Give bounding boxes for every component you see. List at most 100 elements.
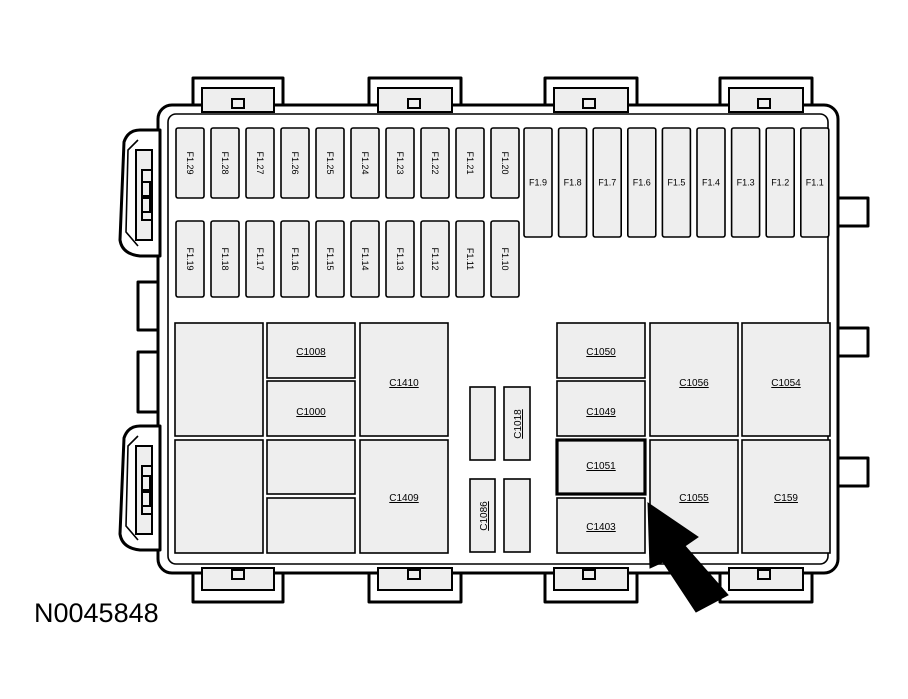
left-connector-lower — [118, 424, 162, 552]
fuse-slot — [799, 127, 830, 238]
fuse-label: F1.3 — [737, 178, 755, 188]
connector-c1403-label: C1403 — [586, 522, 616, 533]
fuse-slot — [490, 127, 520, 199]
fuse-slot — [696, 127, 726, 238]
fuse-label: F1.27 — [255, 151, 265, 174]
connector-c1000 — [266, 380, 356, 437]
fuse-label: F1.17 — [255, 247, 265, 270]
fuse-label: F1.18 — [220, 247, 230, 270]
figure-reference-id: N0045848 — [34, 598, 159, 628]
connector-c1056 — [649, 322, 739, 437]
fuse-label: F1.25 — [325, 151, 335, 174]
fuse-slot — [280, 220, 310, 298]
fuse-label: F1.14 — [360, 247, 370, 270]
left-connector-upper — [118, 128, 162, 258]
fuse-slot — [455, 127, 485, 199]
fuse-row-top-left: F1.29 F1.28 F1.27 F1.26 F1.25 F1.24 F1.23 F1.22… — [175, 127, 520, 199]
connector-c1410 — [359, 322, 449, 437]
relay-slot-left-bottom — [174, 439, 264, 554]
fuse-slot — [420, 127, 450, 199]
connector-c159 — [741, 439, 831, 554]
fuse-slot — [385, 127, 415, 199]
slot-blank-2 — [266, 497, 356, 554]
fuse-label: F1.23 — [395, 151, 405, 174]
fuse-slot — [661, 127, 692, 238]
connector-c1049-label: C1049 — [586, 407, 616, 418]
tab-windows — [201, 87, 804, 591]
connector-c1054 — [741, 322, 831, 437]
fuse-slot — [245, 220, 275, 298]
fuse-label: F1.21 — [465, 151, 475, 174]
fuse-slot — [730, 127, 761, 238]
connector-c1409-label: C1409 — [389, 493, 419, 504]
fuse-slot — [385, 220, 415, 298]
fuse-row-top-right: F1.9 F1.8 F1.7 F1.6 F1.5 F1.4 F1.3 F1.2 F1.1 — [523, 127, 830, 238]
connector-c1056-label: C1056 — [679, 378, 709, 389]
fuse-label: F1.10 — [500, 247, 510, 270]
fuse-slot — [280, 127, 310, 199]
fuse-slot — [350, 127, 380, 199]
connector-c1008-label: C1008 — [296, 347, 326, 358]
connector-c1050-label: C1050 — [586, 347, 616, 358]
connector-c1018 — [503, 386, 531, 461]
fuse-slot — [765, 127, 796, 238]
fuse-row-bottom-left: F1.19 F1.18 F1.17 F1.16 F1.15 F1.14 F1.13 F1.12… — [175, 220, 520, 298]
fuse-slot — [315, 220, 345, 298]
fuse-label: F1.22 — [430, 151, 440, 174]
fuse-slot — [175, 127, 205, 199]
fuse-label: F1.7 — [598, 178, 616, 188]
fuse-label: F1.2 — [771, 178, 789, 188]
fuse-label: F1.11 — [465, 248, 475, 270]
fuse-slot — [455, 220, 485, 298]
slot-blank-1 — [266, 439, 356, 495]
connector-c1008 — [266, 322, 356, 379]
connector-c1055-label: C1055 — [679, 493, 709, 504]
fuse-label: F1.9 — [529, 178, 547, 188]
fuse-label: F1.1 — [806, 178, 824, 188]
connector-c1000-label: C1000 — [296, 407, 326, 418]
fuse-slot — [557, 127, 588, 238]
relay-slot-left-top — [174, 322, 264, 437]
fuse-label: F1.15 — [325, 247, 335, 270]
slot-center-small-2 — [503, 478, 531, 553]
fuse-label: F1.24 — [360, 151, 370, 174]
fuse-slot — [315, 127, 345, 199]
fuse-slot — [592, 127, 623, 238]
connector-c1403 — [556, 497, 646, 554]
fuse-label: F1.16 — [290, 247, 300, 270]
slot-center-small-1 — [469, 386, 496, 461]
fuse-slot — [245, 127, 275, 199]
fuse-label: F1.19 — [185, 247, 195, 270]
fuse-label: F1.20 — [500, 151, 510, 174]
connector-c1054-label: C1054 — [771, 378, 801, 389]
fuse-label: F1.26 — [290, 151, 300, 174]
fuse-label: F1.4 — [702, 178, 720, 188]
connector-c1018-label: C1018 — [513, 409, 524, 439]
fuse-label: F1.29 — [185, 151, 195, 174]
fuse-slot — [350, 220, 380, 298]
fuse-slot — [210, 127, 240, 199]
fuse-label: F1.12 — [430, 247, 440, 270]
fuse-label: F1.5 — [667, 178, 685, 188]
fuse-label: F1.6 — [633, 178, 651, 188]
fuse-slot — [175, 220, 205, 298]
fuse-slot — [490, 220, 520, 298]
connector-c1051-label: C1051 — [586, 461, 616, 472]
connector-c1410-label: C1410 — [389, 378, 419, 389]
connector-c1050 — [556, 322, 646, 379]
fuse-slot — [523, 127, 553, 238]
fuse-label: F1.13 — [395, 247, 405, 270]
fuse-label: F1.28 — [220, 151, 230, 174]
fuse-label: F1.8 — [564, 178, 582, 188]
fuse-slot — [210, 220, 240, 298]
connector-c1051-highlighted — [555, 438, 647, 496]
connector-c159-label: C159 — [774, 493, 798, 504]
connector-c1086 — [469, 478, 496, 553]
fuse-slot — [420, 220, 450, 298]
connector-c1409 — [359, 439, 449, 554]
pointer-arrow — [647, 502, 729, 613]
fuse-slot — [626, 127, 657, 238]
connector-c1049 — [556, 380, 646, 437]
connector-c1086-label: C1086 — [479, 501, 490, 531]
